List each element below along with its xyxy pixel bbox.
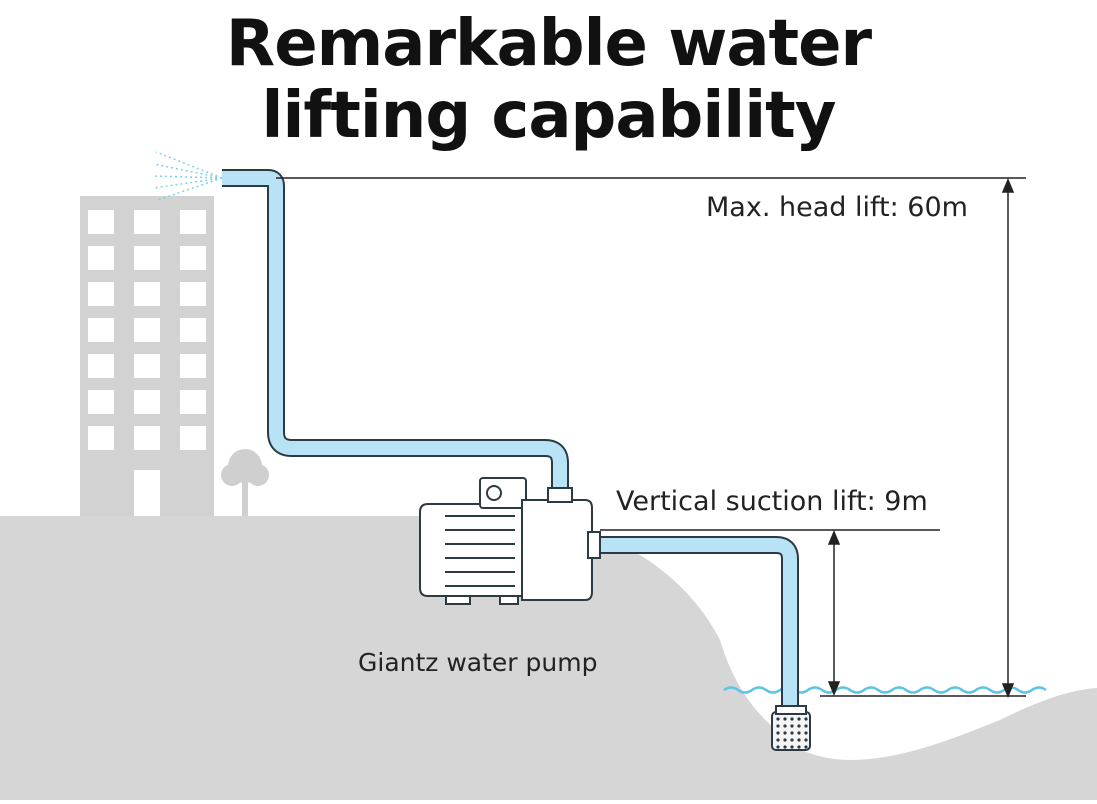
strainer-hole [804,717,808,721]
building-window [88,390,114,414]
building [80,196,214,526]
building-window [88,354,114,378]
building-window [134,210,160,234]
strainer-hole [804,731,808,735]
vertical-suction-lift-label: Vertical suction lift: 9m [616,486,928,517]
building-window [180,246,206,270]
strainer-hole [797,745,801,749]
pump-illustration [419,477,601,605]
strainer-hole [776,717,780,721]
water-surface [723,686,1047,694]
building-window [180,282,206,306]
building-window [134,426,160,450]
building-door [134,470,160,516]
building-window [180,426,206,450]
building-window [134,246,160,270]
page-title: Remarkable water lifting capability [0,8,1097,152]
strainer-hole [790,717,794,721]
strainer-hole [776,724,780,728]
ground-hill [0,516,800,800]
strainer-hole [797,724,801,728]
building-window [134,318,160,342]
water-spray [151,151,223,201]
strainer-hole [804,724,808,728]
title-line-2: lifting capability [261,79,837,153]
foot-valve-strainer [771,705,811,751]
strainer-hole [783,738,787,742]
strainer-hole [783,745,787,749]
building-window [88,282,114,306]
strainer-hole [804,738,808,742]
building-window [180,210,206,234]
strainer-hole [790,731,794,735]
pump-name-label: Giantz water pump [358,648,598,677]
strainer-hole [783,724,787,728]
strainer-hole [797,731,801,735]
strainer-hole [783,731,787,735]
strainer-hole [776,738,780,742]
max-head-dimension [276,177,1026,698]
building-window [180,318,206,342]
strainer-hole [776,745,780,749]
building-window [134,282,160,306]
building-window [134,354,160,378]
strainer-hole [790,724,794,728]
discharge-pipe [222,169,569,495]
building-window [180,390,206,414]
building-window [134,390,160,414]
strainer-hole [790,738,794,742]
tree [221,449,269,518]
building-window [88,318,114,342]
strainer-hole [790,745,794,749]
strainer-hole [776,731,780,735]
building-window [88,426,114,450]
suction-lift-dimension [600,529,940,696]
riverbed [700,688,1097,800]
strainer-hole [797,738,801,742]
max-head-lift-label: Max. head lift: 60m [706,192,968,223]
building-window [180,354,206,378]
building-window [88,210,114,234]
building-window [88,246,114,270]
strainer-hole [804,745,808,749]
strainer-hole [783,717,787,721]
suction-pipe [598,536,799,712]
strainer-hole [797,717,801,721]
title-line-1: Remarkable water [225,7,872,81]
